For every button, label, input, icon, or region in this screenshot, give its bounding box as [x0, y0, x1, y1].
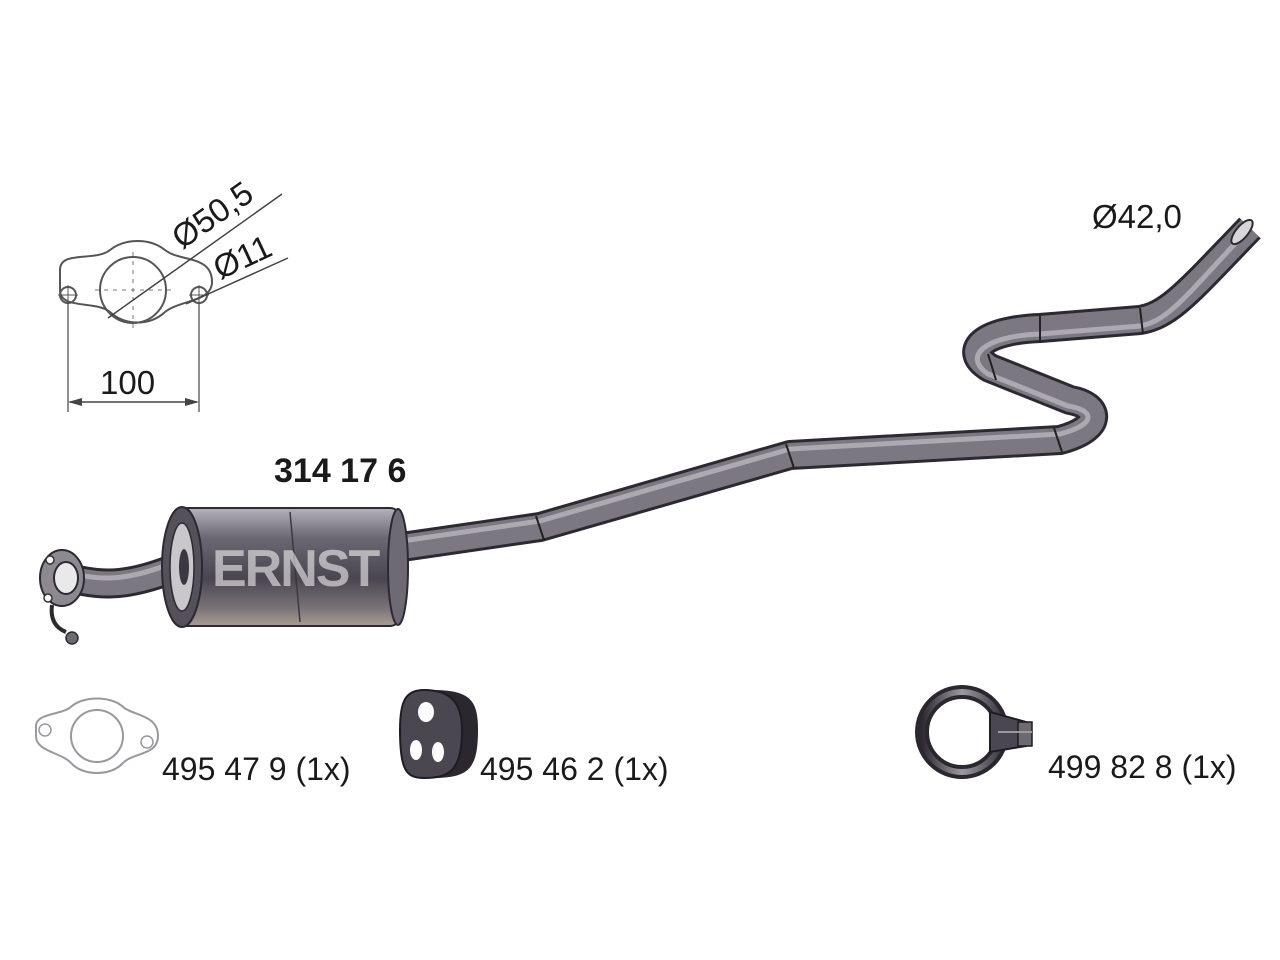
- flange-outline: [59, 240, 214, 324]
- flange-dimension-drawing: Ø50,5 Ø11 100: [58, 174, 289, 412]
- flange-bore: [99, 256, 167, 324]
- gasket-label: 495 47 9 (1x): [162, 751, 351, 787]
- outer-diameter-leader: [107, 193, 283, 319]
- pipe-body: [54, 219, 1259, 596]
- bolt-diameter-leader: [185, 257, 289, 305]
- pipe-highlight: [59, 232, 1246, 581]
- pipe-outlet: [1230, 218, 1254, 246]
- inlet-flange: [39, 549, 85, 645]
- outlet-diameter-label: Ø42,0: [1092, 198, 1182, 235]
- bolt-hole-diameter-label: Ø11: [207, 227, 277, 286]
- exhaust-pipe-assembly: ERNST 314 17 6 Ø42,0: [39, 198, 1261, 645]
- muffler: ERNST: [161, 506, 409, 628]
- pipe-clamp-icon: [915, 685, 1033, 779]
- gasket-icon: [35, 697, 160, 774]
- brand-watermark: ERNST: [212, 540, 380, 598]
- accessories-row: 495 47 9 (1x) 495 46 2 (1x) 499 82 8 (1x…: [35, 685, 1237, 787]
- rubber-mount-label: 495 46 2 (1x): [480, 751, 669, 787]
- pipe-clamp-label: 499 82 8 (1x): [1048, 749, 1237, 785]
- part-number-label: 314 17 6: [274, 452, 406, 490]
- rubber-mount-icon: [398, 688, 478, 780]
- bolt-spacing-label: 100: [100, 364, 155, 401]
